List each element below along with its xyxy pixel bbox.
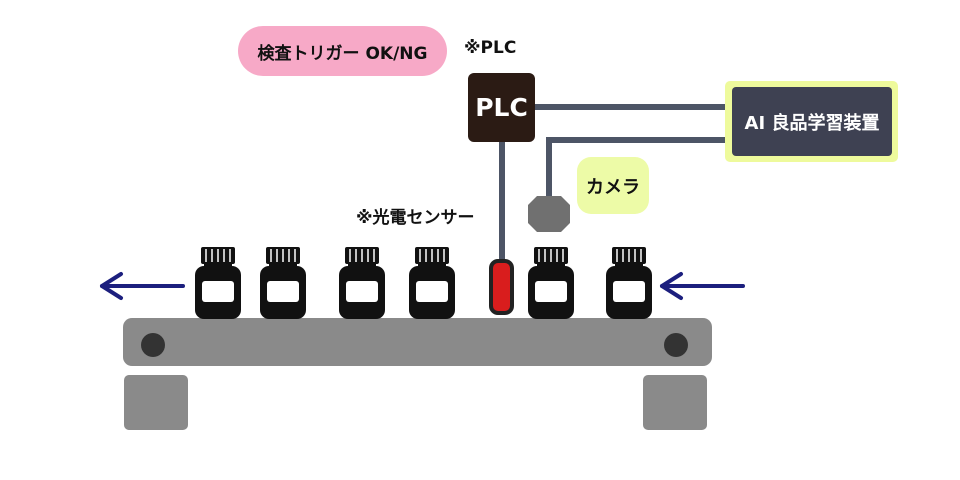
bottle [409,247,455,319]
cables [499,104,732,262]
bottles [195,247,652,319]
plc-box [468,73,535,142]
conveyor-left-roller [141,333,165,357]
conveyor [123,318,712,430]
bottle [260,247,306,319]
bottle [528,247,574,319]
photoelectric-sensor-note: ※光電センサー [356,208,475,228]
ai-device-label: AI 良品学習装置 [744,112,880,134]
photoelectric-sensor [489,259,514,315]
conveyor-left-leg [124,375,188,430]
bottle [195,247,241,319]
camera-icon [528,196,570,232]
plc-note: ※PLC [464,38,517,58]
conveyor-right-leg [643,375,707,430]
inspection-trigger-label: 検査トリガー OK/NG [238,26,447,76]
flow-arrow-right [660,272,745,300]
bottle [606,247,652,319]
ai-to-camera-cable [546,137,732,196]
flow-arrow-left [100,272,185,300]
bottle [339,247,385,319]
conveyor-right-roller [664,333,688,357]
ai-device-box [732,87,892,156]
conveyor-belt [123,318,712,366]
plc-box-label: PLC [475,93,528,122]
camera-label: カメラ [577,157,649,214]
